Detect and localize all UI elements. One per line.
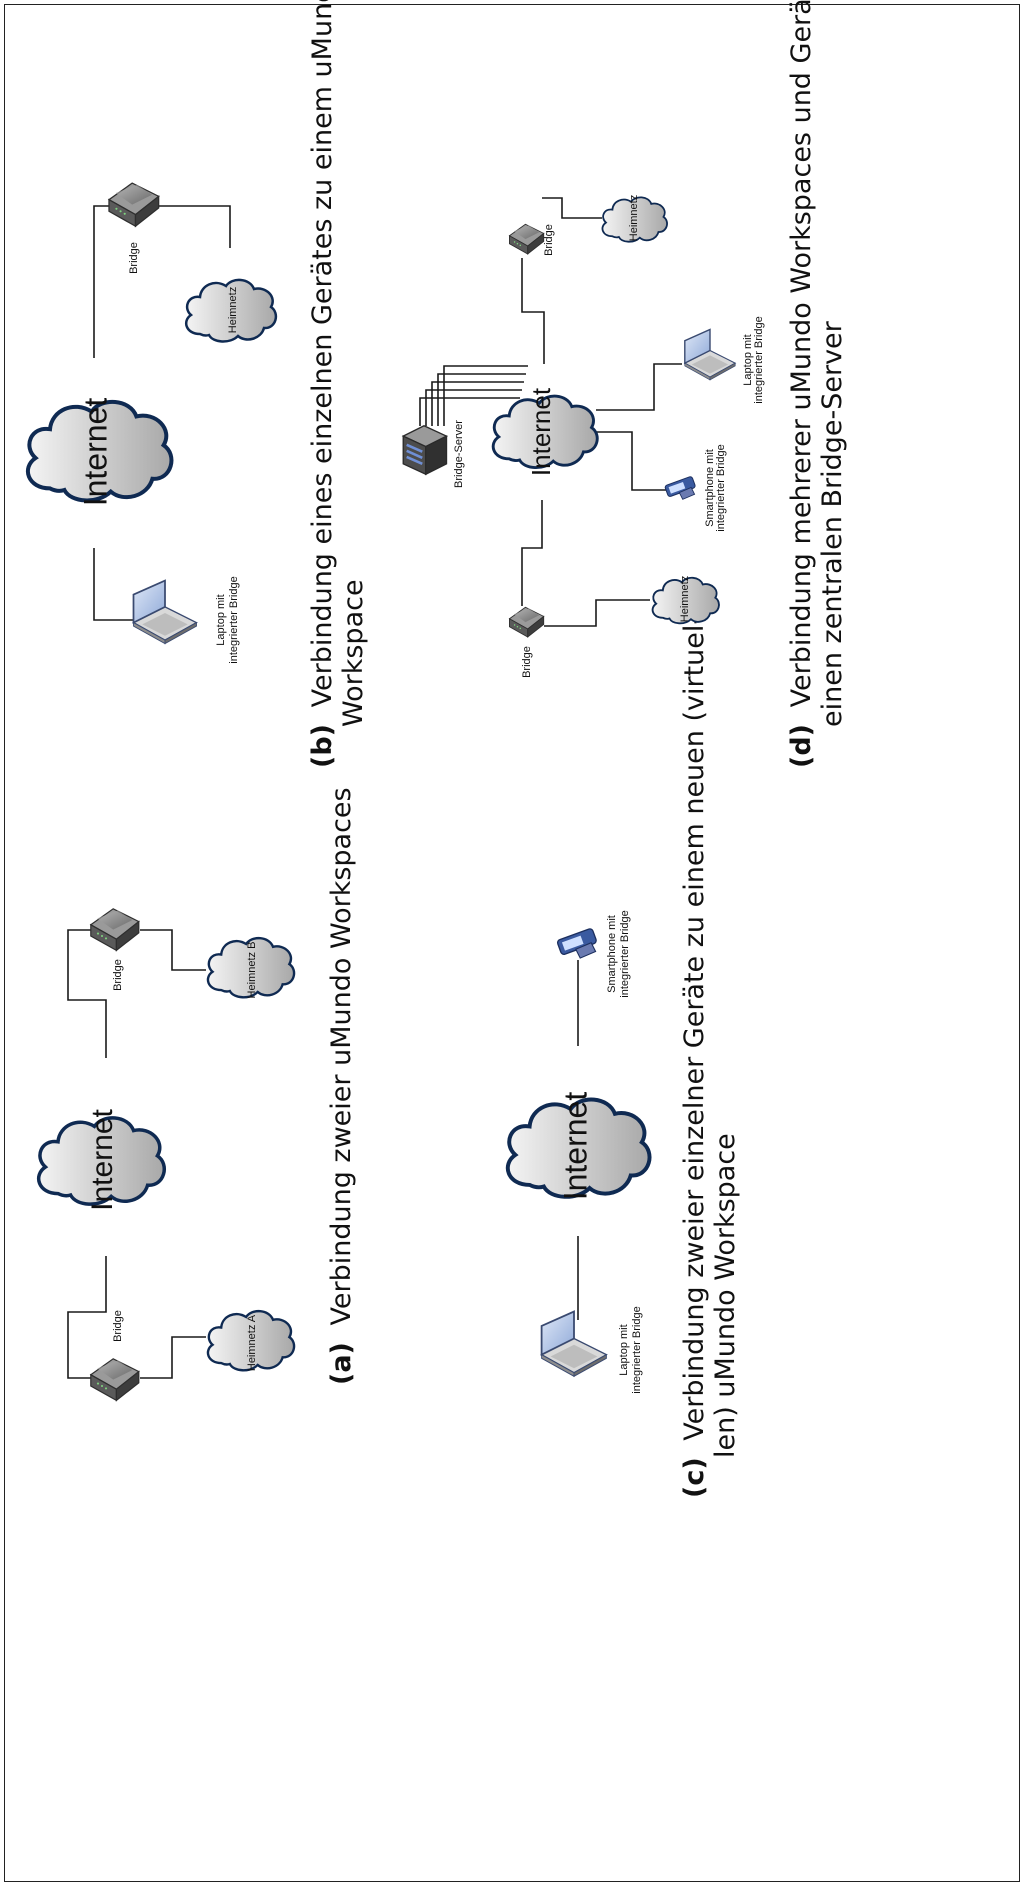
bridge-left-label: Bridge <box>112 1310 124 1342</box>
heimnetz-right-label: Heimnetz <box>628 195 640 241</box>
link-laptop-internet <box>93 548 140 621</box>
link-internet-bridge-right <box>67 929 107 1058</box>
link-bridge-left-cloud-a <box>140 1336 206 1379</box>
bridge-right-label: Bridge <box>543 224 555 256</box>
link-internet-bridge-left <box>521 500 543 606</box>
link-server-internet <box>425 389 522 426</box>
caption-c-line1: (c) Verbindung zweier einzelner Geräte z… <box>679 615 710 1498</box>
router-icon <box>508 223 545 255</box>
server-icon <box>401 424 448 476</box>
laptop-label-line1: Laptop mit <box>215 594 227 645</box>
link-bridge-right-cloud-b <box>140 929 206 971</box>
laptop-icon <box>132 579 198 645</box>
laptop-label-line2: integrierter Bridge <box>753 316 765 403</box>
laptop-label-line1: Laptop mit <box>742 334 754 385</box>
link-bridge-right-heimnetz <box>542 197 602 219</box>
smartphone-icon <box>555 927 598 959</box>
panel-d: Internet Bridge-Server Bridge Bridge Hei… <box>401 0 848 768</box>
smartphone-label-line2: integrierter Bridge <box>715 444 727 531</box>
caption-d-line1: (d) Verbindung mehrerer uMundo Workspace… <box>786 0 817 768</box>
laptop-icon <box>540 1310 608 1378</box>
caption-d-line2: einen zentralen Bridge-Server <box>817 320 848 727</box>
panel-b: Internet Laptop mit integrierter Bridge … <box>28 0 369 768</box>
link-internet-laptop <box>596 363 682 411</box>
bridge-left-label: Bridge <box>521 646 533 678</box>
caption-b-line1: (b) Verbindung eines einzelnen Gerätes z… <box>307 0 338 768</box>
link-server-internet <box>437 373 526 426</box>
figure-frame <box>4 4 1020 1882</box>
laptop-label-line1: Laptop mit <box>618 1324 630 1375</box>
router-icon <box>90 908 140 952</box>
heimnetz-b-label: Heimnetz B <box>246 942 258 999</box>
heimnetz-left-label: Heimnetz <box>679 576 691 622</box>
smartphone-icon <box>663 475 697 500</box>
laptop-icon <box>683 328 737 381</box>
bridge-label: Bridge <box>128 242 140 274</box>
laptop-label-line2: integrierter Bridge <box>228 576 240 663</box>
link-internet-smartphone <box>594 431 668 491</box>
smartphone-label-line1: Smartphone mit <box>606 915 618 993</box>
internet-label: Internet <box>77 398 113 507</box>
panel-c: Internet Laptop mit integrierter Bridge … <box>508 615 741 1498</box>
link-bridge-left-heimnetz <box>544 599 650 627</box>
link-bridge-heimnetz <box>150 205 231 248</box>
internet-label: Internet <box>557 1092 593 1201</box>
bridge-right-label: Bridge <box>112 959 124 991</box>
link-internet-bridge <box>93 205 112 358</box>
link-server-internet <box>431 381 524 426</box>
heimnetz-label: Heimnetz <box>227 287 239 333</box>
router-icon <box>508 606 545 638</box>
internet-label: Internet <box>526 387 556 476</box>
caption-a: (a) Verbindung zweier uMundo Workspaces <box>326 787 357 1385</box>
link-internet-bridge-left <box>67 1256 107 1379</box>
bridge-server-label: Bridge-Server <box>453 420 465 488</box>
heimnetz-a-label: Heimnetz A <box>246 1314 258 1371</box>
link-server-internet <box>443 365 528 426</box>
panel-a: Internet Bridge Bridge Heimnetz A Heimne… <box>39 787 357 1402</box>
link-internet-bridge-right <box>521 258 545 364</box>
caption-c-line2: len) uMundo Workspace <box>710 1133 741 1458</box>
laptop-label-line2: integrierter Bridge <box>631 1306 643 1393</box>
link-server-internet <box>419 397 520 426</box>
caption-b-line2: Workspace <box>338 579 369 727</box>
smartphone-label-line2: integrierter Bridge <box>619 910 631 997</box>
internet-label: Internet <box>86 1108 119 1210</box>
smartphone-label-line1: Smartphone mit <box>704 449 716 527</box>
router-icon <box>108 182 160 227</box>
router-icon <box>90 1358 140 1402</box>
